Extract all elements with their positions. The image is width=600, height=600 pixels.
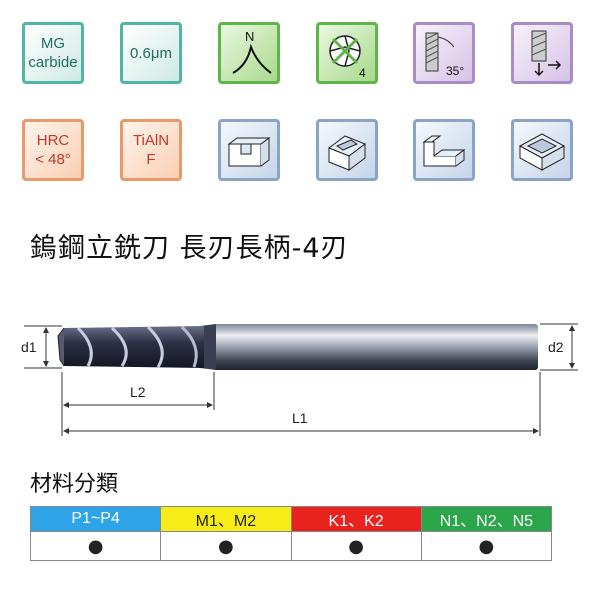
- material-table: P1~P4 M1、M2 K1、K2 N1、N2、N5 ● ● ● ●: [29, 506, 553, 561]
- four-flute-icon: 4: [329, 35, 366, 80]
- step-block-icon: [422, 135, 466, 167]
- flute-count-icon: 4: [316, 22, 378, 84]
- material-col-m: M1、M2: [160, 506, 292, 532]
- material-col-p: P1~P4: [29, 506, 162, 532]
- flutes-label: 4: [359, 66, 366, 80]
- l2-label: L2: [130, 384, 146, 400]
- tool-arrows-icon: [531, 30, 562, 77]
- helix-label: 35°: [446, 64, 464, 78]
- coating-icon: TiAlN F: [120, 119, 182, 181]
- corner-shape-icon: N: [218, 22, 280, 84]
- pocket-cavity-icon: [511, 119, 573, 181]
- slotting-icon: [218, 119, 280, 181]
- helix-angle-icon: 35°: [413, 22, 475, 84]
- l1-label: L1: [292, 410, 308, 426]
- hrc-label: HRC < 48°: [35, 132, 71, 168]
- helix-tool-icon: 35°: [425, 32, 464, 78]
- material-col-k: K1、K2: [290, 506, 422, 532]
- grain-size-label: 0.6μm: [130, 44, 172, 62]
- machining-direction-icon: [511, 22, 573, 84]
- grain-size-icon: 0.6μm: [120, 22, 182, 84]
- product-title: 鎢鋼立銑刀 長刃長柄-4刃: [30, 233, 349, 264]
- groove-block-icon: [327, 135, 367, 171]
- pocket-groove-icon: [316, 119, 378, 181]
- material-mark-k: ●: [290, 531, 422, 561]
- side-step-icon: [413, 119, 475, 181]
- slot-block-icon: [227, 137, 271, 167]
- material-mark-m: ●: [160, 531, 292, 561]
- coating-label: TiAlN F: [132, 132, 170, 168]
- material-col-n: N1、N2、N5: [420, 506, 553, 532]
- corner-curve-icon: N: [232, 29, 272, 74]
- cavity-block-icon: [518, 133, 566, 171]
- material-mark-row: ● ● ● ●: [29, 531, 553, 561]
- end-mill-drawing: [24, 323, 578, 436]
- n-label: N: [245, 29, 254, 44]
- d2-label: d2: [548, 339, 564, 355]
- material-heading: 材料分類: [30, 472, 119, 497]
- material-header-row: P1~P4 M1、M2 K1、K2 N1、N2、N5: [29, 506, 553, 532]
- d1-label: d1: [21, 339, 37, 355]
- material-mark-p: ●: [29, 531, 162, 561]
- material-mg-carbide-icon: MG carbide: [22, 22, 84, 84]
- hardness-icon: HRC < 48°: [22, 119, 84, 181]
- material-mark-n: ●: [420, 531, 553, 561]
- mg-carbide-label: MG carbide: [28, 35, 78, 71]
